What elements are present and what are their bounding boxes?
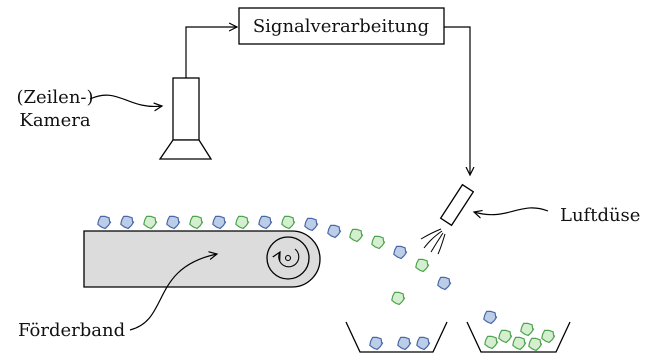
camera-to-processing-line xyxy=(185,27,237,78)
blue-particle xyxy=(120,215,135,230)
processing-to-nozzle-line xyxy=(444,26,470,175)
rotation-arrow xyxy=(279,248,300,268)
green-particle xyxy=(415,258,430,273)
camera-label-line2: Kamera xyxy=(19,110,91,131)
belt-roller xyxy=(266,236,310,280)
blue-particle xyxy=(258,215,273,230)
conveyor-belt xyxy=(83,230,321,288)
nozzle-label-pointer xyxy=(474,207,549,215)
green-particle xyxy=(143,215,158,230)
green-particle xyxy=(498,329,513,344)
green-particle xyxy=(512,336,527,351)
air-nozzle xyxy=(439,183,475,227)
green-particle xyxy=(528,337,543,352)
blue-particle xyxy=(416,336,431,351)
blue-particle xyxy=(369,336,384,351)
green-particle xyxy=(391,291,406,306)
blue-particle xyxy=(166,215,181,230)
blue-particle xyxy=(304,217,319,232)
bin-right xyxy=(466,321,571,353)
blue-particle xyxy=(397,336,412,351)
blue-particle xyxy=(97,215,112,230)
roller-axle xyxy=(284,254,292,262)
signal-processing-label: Signalverarbeitung xyxy=(253,16,429,37)
green-particle xyxy=(520,322,535,337)
camera-label-pointer xyxy=(89,94,162,106)
green-particle xyxy=(235,215,250,230)
signal-processing-box xyxy=(238,7,445,45)
blue-particle xyxy=(393,245,408,260)
particles-layer xyxy=(97,215,556,352)
blue-particle xyxy=(437,276,452,291)
green-particle xyxy=(281,215,296,230)
green-particle xyxy=(189,215,204,230)
green-particle xyxy=(484,335,499,350)
nozzle-label: Luftdüse xyxy=(560,205,640,226)
blue-particle xyxy=(212,215,227,230)
air-jet-lines xyxy=(420,228,446,255)
conveyor-label: Förderband xyxy=(18,320,125,341)
blue-particle xyxy=(327,224,342,239)
green-particle xyxy=(371,235,386,250)
green-particle xyxy=(541,329,556,344)
camera-label-line1: (Zeilen-) xyxy=(16,87,93,108)
line-camera xyxy=(158,77,213,160)
bin-left xyxy=(345,321,448,353)
conveyor-label-pointer xyxy=(129,254,217,331)
green-particle xyxy=(349,228,364,243)
blue-particle xyxy=(483,310,498,325)
